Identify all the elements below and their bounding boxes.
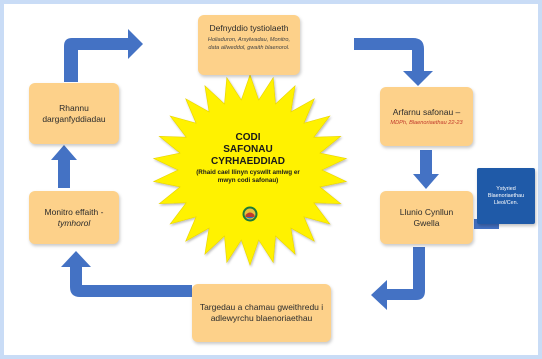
center-title-line1: CODI [235, 132, 261, 143]
box-evaluate-standards-subtitle: MDPh, Blaenoriaethau 22-23 [390, 119, 463, 126]
box-use-evidence: Defnyddio tystiolaeth Holiaduron, Arsylw… [198, 15, 300, 75]
box-use-evidence-title: Defnyddio tystiolaeth [209, 23, 289, 33]
center-star [152, 73, 348, 267]
box-monitor-impact: Monitro effaith - tymhorol [29, 191, 119, 244]
center-title-line3: CYRHAEDDIAD [211, 156, 285, 167]
arrow-mid-left-to-left [51, 145, 77, 188]
center-title-line2: SAFONAU [223, 144, 273, 155]
box-targets-actions: Targedau a chamau gweithredu i adlewyrch… [192, 284, 331, 342]
center-note: (Rhaid cael llinyn cyswllt amlwg er mwyn… [196, 169, 300, 184]
arrow-mid-right-to-bottom [371, 247, 425, 310]
arrow-right-to-mid-right [413, 150, 439, 189]
box-monitor-impact-subtitle: tymhorol [57, 217, 91, 228]
arrow-left-to-top [64, 29, 143, 82]
center-star-text: CODI SAFONAU CYRHAEDDIAD (Rhaid cael lli… [193, 132, 303, 185]
box-share-findings-title: Rhannu darganfyddiadau [42, 102, 106, 124]
box-improvement-plan: Llunio Cynllun Gwella [380, 191, 473, 244]
arrow-top-to-right [354, 38, 433, 86]
box-evaluate-standards: Arfarnu safonau – MDPh, Blaenoriaethau 2… [380, 87, 473, 146]
arrow-bottom-to-mid-left [61, 251, 192, 297]
box-evaluate-standards-title: Arfarnu safonau – [392, 106, 461, 117]
box-improvement-plan-title: Llunio Cynllun Gwella [399, 206, 454, 228]
box-targets-actions-title: Targedau a chamau gweithredu i adlewyrch… [199, 302, 324, 323]
box-local-priorities: Ystyried Blaenoriaethau Lleol/Cen. [477, 168, 535, 224]
box-share-findings: Rhannu darganfyddiadau [29, 83, 119, 144]
box-local-priorities-title: Ystyried Blaenoriaethau Lleol/Cen. [487, 185, 525, 206]
box-use-evidence-subtitle: Holiaduron, Arsylwadau, Monitro, data al… [207, 37, 291, 51]
box-monitor-impact-title: Monitro effaith - [44, 206, 104, 217]
school-logo-icon [242, 206, 258, 222]
